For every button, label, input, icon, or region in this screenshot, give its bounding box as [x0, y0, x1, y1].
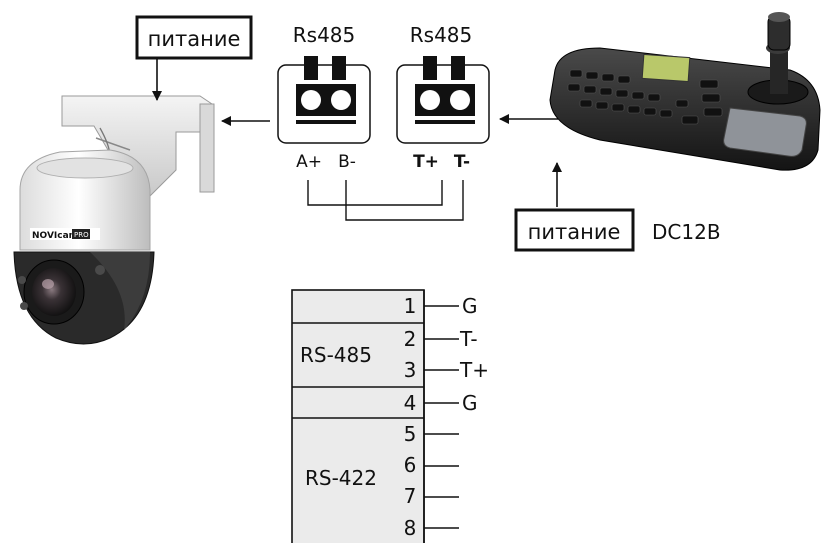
rs485-label-left: Rs485 [293, 23, 356, 47]
rs485-label-right: Rs485 [410, 23, 473, 47]
pinout-group-rs422-label: RS-422 [305, 466, 377, 490]
ptz-keyboard-image [549, 12, 821, 171]
pin-signal-3: T+ [459, 358, 489, 382]
camera-brand-logo: NOVIcam [32, 231, 78, 241]
pin-number-2: 2 [404, 327, 417, 351]
pin-signal-4: G [462, 391, 478, 415]
pin-number-7: 7 [404, 484, 417, 508]
pin-number-5: 5 [404, 422, 417, 446]
pin-number-3: 3 [404, 358, 417, 382]
ptz-camera-image: NOVIcam PRO [13, 95, 215, 345]
dc-voltage-label: DC12B [652, 220, 721, 244]
pinout-group-rs422-bg [292, 418, 424, 543]
wire-a-to-t-plus [307, 180, 443, 206]
power-label-left: питание [148, 27, 241, 51]
pin-signal-1: G [462, 294, 478, 318]
rs485-connector-left [277, 56, 371, 144]
terminal-t-minus: T- [454, 152, 470, 172]
terminal-a-plus: A+ [296, 152, 322, 172]
pin-number-1: 1 [404, 294, 417, 318]
power-label-box-left [135, 15, 253, 60]
pin-number-8: 8 [404, 516, 417, 540]
pinout-group-rs485-bg [292, 323, 424, 387]
rs485-connector-right [396, 56, 490, 144]
pin-number-4: 4 [404, 391, 417, 415]
terminal-t-plus: T+ [413, 152, 439, 172]
pinout-table: RS-485 RS-422 1 2 3 4 5 6 7 8 G T- T+ G [291, 289, 489, 543]
power-label-right: питание [528, 220, 621, 244]
pinout-group-rs485-label: RS-485 [300, 343, 372, 367]
pin-number-6: 6 [404, 453, 417, 477]
pin-signal-2: T- [459, 327, 478, 351]
camera-brand-badge: PRO [74, 231, 89, 239]
terminal-b-minus: B- [338, 152, 356, 172]
power-label-box-right [514, 208, 635, 252]
pinout-group-1-bg [292, 290, 424, 323]
wire-b-to-t-minus [345, 180, 464, 221]
pinout-group-4-bg [292, 387, 424, 418]
